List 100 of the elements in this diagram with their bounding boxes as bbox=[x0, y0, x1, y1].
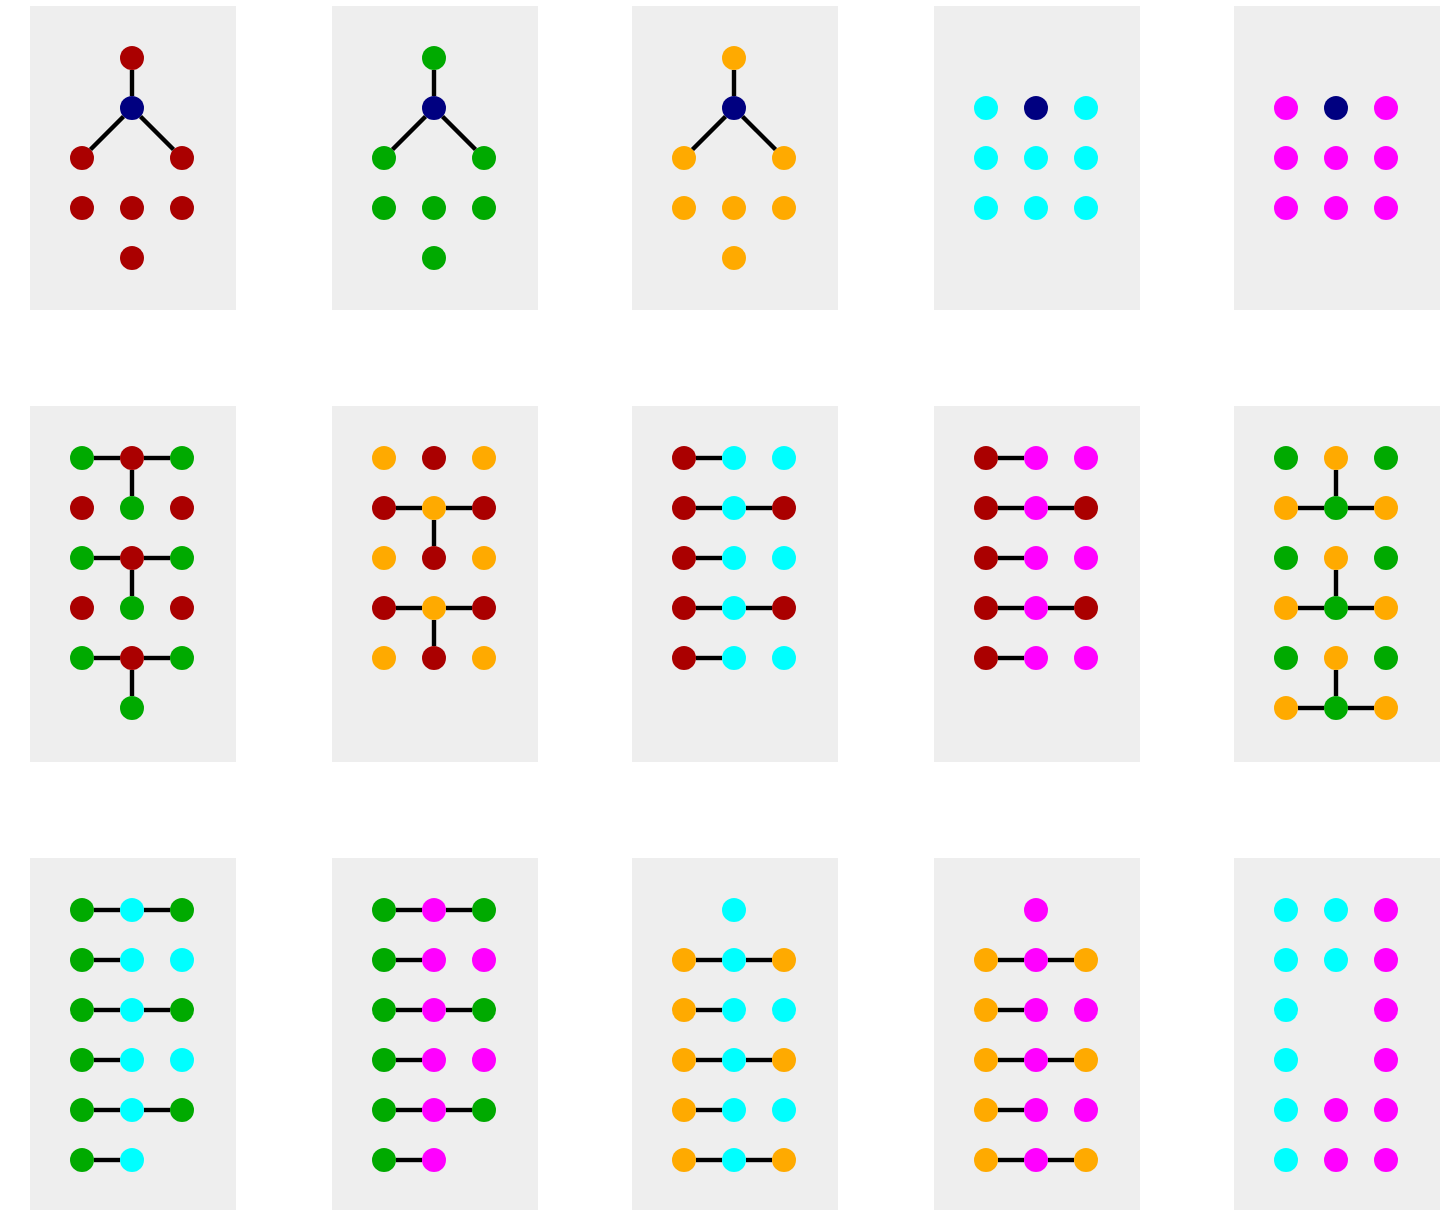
node-dot bbox=[722, 1148, 746, 1172]
node-dot bbox=[1024, 596, 1048, 620]
node-dot bbox=[1374, 948, 1398, 972]
node-dot bbox=[772, 546, 796, 570]
node-dot bbox=[672, 546, 696, 570]
node-dot bbox=[1374, 1048, 1398, 1072]
node-dot bbox=[1374, 696, 1398, 720]
node-dot bbox=[1024, 546, 1048, 570]
node-dot bbox=[1074, 1098, 1098, 1122]
node-dot bbox=[974, 96, 998, 120]
node-dot bbox=[1274, 496, 1298, 520]
connector-line bbox=[431, 70, 437, 96]
node-dot bbox=[1324, 596, 1348, 620]
node-dot bbox=[70, 1048, 94, 1072]
node-dot bbox=[372, 948, 396, 972]
node-dot bbox=[1074, 96, 1098, 120]
node-dot bbox=[1024, 196, 1048, 220]
connector-line bbox=[396, 1007, 422, 1013]
node-dot bbox=[672, 146, 696, 170]
panel-background bbox=[332, 858, 538, 1210]
node-dot bbox=[672, 948, 696, 972]
connector-line bbox=[1348, 705, 1374, 711]
node-dot bbox=[70, 546, 94, 570]
node-dot bbox=[1324, 1148, 1348, 1172]
node-dot bbox=[722, 646, 746, 670]
node-dot bbox=[722, 96, 746, 120]
node-dot bbox=[772, 948, 796, 972]
connector-line bbox=[998, 1057, 1024, 1063]
node-dot bbox=[372, 446, 396, 470]
node-dot bbox=[974, 446, 998, 470]
connector-line bbox=[144, 1007, 170, 1013]
node-dot bbox=[1024, 146, 1048, 170]
node-dot bbox=[672, 1098, 696, 1122]
connector-line bbox=[431, 520, 437, 546]
connector-line bbox=[731, 70, 737, 96]
connector-line bbox=[1298, 705, 1324, 711]
node-dot bbox=[672, 196, 696, 220]
node-dot bbox=[120, 898, 144, 922]
connector-line bbox=[446, 907, 472, 913]
panel-background bbox=[332, 6, 538, 310]
panel-background bbox=[632, 6, 838, 310]
connector-line bbox=[1333, 470, 1339, 496]
node-dot bbox=[1074, 546, 1098, 570]
node-dot bbox=[1274, 948, 1298, 972]
node-dot bbox=[1324, 446, 1348, 470]
node-dot bbox=[1274, 546, 1298, 570]
node-dot bbox=[672, 596, 696, 620]
node-dot bbox=[422, 496, 446, 520]
node-dot bbox=[672, 496, 696, 520]
connector-line bbox=[1048, 957, 1074, 963]
node-dot bbox=[772, 596, 796, 620]
connector-line bbox=[431, 620, 437, 646]
connector-line bbox=[396, 907, 422, 913]
connector-line bbox=[696, 605, 722, 611]
node-dot bbox=[1274, 196, 1298, 220]
connector-line bbox=[396, 505, 422, 511]
node-dot bbox=[120, 1148, 144, 1172]
node-dot bbox=[1274, 1048, 1298, 1072]
node-dot bbox=[772, 1148, 796, 1172]
connector-line bbox=[1348, 605, 1374, 611]
node-dot bbox=[70, 898, 94, 922]
panel-background bbox=[1234, 6, 1440, 310]
connector-line bbox=[696, 655, 722, 661]
node-dot bbox=[372, 646, 396, 670]
node-dot bbox=[772, 496, 796, 520]
node-dot bbox=[974, 948, 998, 972]
panel-background bbox=[30, 858, 236, 1210]
node-dot bbox=[672, 1148, 696, 1172]
node-dot bbox=[1274, 696, 1298, 720]
node-dot bbox=[672, 1048, 696, 1072]
connector-line bbox=[94, 1157, 120, 1163]
node-dot bbox=[672, 646, 696, 670]
node-dot bbox=[120, 96, 144, 120]
connector-line bbox=[740, 114, 778, 152]
connector-line bbox=[129, 570, 135, 596]
node-dot bbox=[974, 998, 998, 1022]
node-dot bbox=[422, 96, 446, 120]
node-dot bbox=[372, 1098, 396, 1122]
connector-line bbox=[998, 1007, 1024, 1013]
panel-background bbox=[934, 858, 1140, 1210]
node-dot bbox=[722, 898, 746, 922]
node-dot bbox=[422, 1148, 446, 1172]
connector-line bbox=[1333, 670, 1339, 696]
connector-line bbox=[696, 1007, 722, 1013]
node-dot bbox=[1324, 898, 1348, 922]
node-dot bbox=[70, 1148, 94, 1172]
panel-background bbox=[632, 858, 838, 1210]
node-dot bbox=[1324, 546, 1348, 570]
connector-line bbox=[1048, 1157, 1074, 1163]
node-dot bbox=[1074, 446, 1098, 470]
connector-line bbox=[129, 70, 135, 96]
node-dot bbox=[1024, 446, 1048, 470]
connector-line bbox=[446, 605, 472, 611]
connector-line bbox=[94, 455, 120, 461]
connector-line bbox=[446, 1107, 472, 1113]
node-dot bbox=[1324, 696, 1348, 720]
node-dot bbox=[1274, 898, 1298, 922]
node-dot bbox=[170, 446, 194, 470]
node-dot bbox=[120, 496, 144, 520]
node-dot bbox=[472, 898, 496, 922]
